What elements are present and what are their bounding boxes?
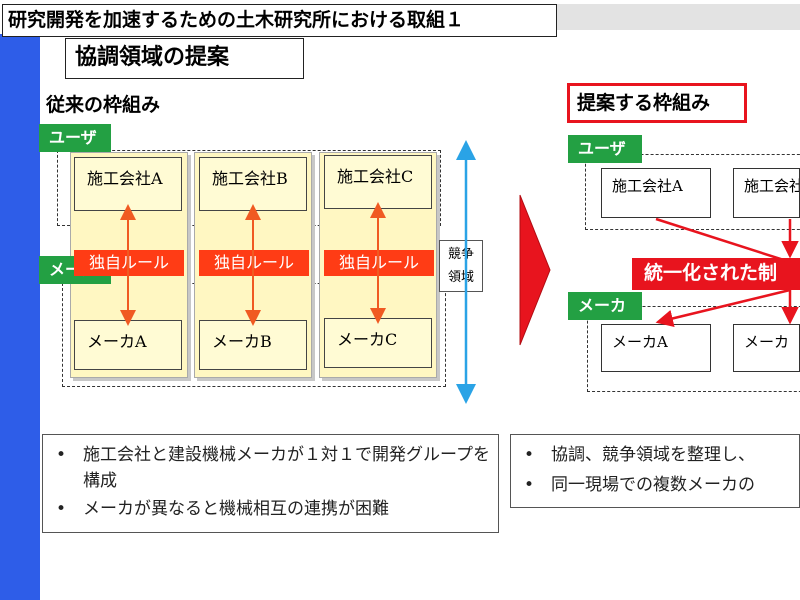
proposed-user-tag: ユーザ [568, 135, 642, 163]
proposed-note-2: 同一現場での複数メーカの [511, 472, 799, 498]
proposed-maker-zone-dashed [587, 306, 800, 392]
section-title: 協調領域の提案 [65, 38, 304, 79]
maker-b-box: メーカB [199, 320, 307, 370]
proposed-company-b-box: 施工会社 [733, 168, 800, 218]
unified-control-label: 統一化された制 [632, 258, 800, 290]
proposed-company-a-box: 施工会社A [601, 168, 711, 218]
header-gray-bar [545, 4, 800, 30]
company-c-box: 施工会社C [324, 155, 432, 209]
left-accent-band [0, 34, 40, 600]
maker-a-box: メーカA [74, 320, 182, 370]
company-b-box: 施工会社B [199, 157, 307, 211]
company-a-box: 施工会社A [74, 157, 182, 211]
proposed-note-1: 協調、競争領域を整理し、 [511, 442, 799, 468]
user-tag: ユーザ [39, 124, 111, 152]
proposed-notes-box: 協調、競争領域を整理し、 同一現場での複数メーカの [510, 434, 800, 508]
transition-arrow [519, 194, 551, 346]
current-framework-heading: 従来の枠組み [46, 94, 161, 116]
page-title: 研究開発を加速するための土木研究所における取組１ [2, 4, 557, 37]
current-note-2: メーカが異なると機械相互の連携が困難 [43, 496, 498, 522]
proposed-framework-heading: 提案する枠組み [567, 83, 747, 123]
current-notes-box: 施工会社と建設機械メーカが１対１で開発グループを構成 メーカが異なると機械相互の… [42, 434, 499, 533]
current-note-1: 施工会社と建設機械メーカが１対１で開発グループを構成 [43, 442, 498, 494]
proposed-link-3 [655, 288, 791, 327]
proposed-link-1 [655, 217, 791, 264]
proposed-maker-tag: メーカ [568, 292, 642, 320]
